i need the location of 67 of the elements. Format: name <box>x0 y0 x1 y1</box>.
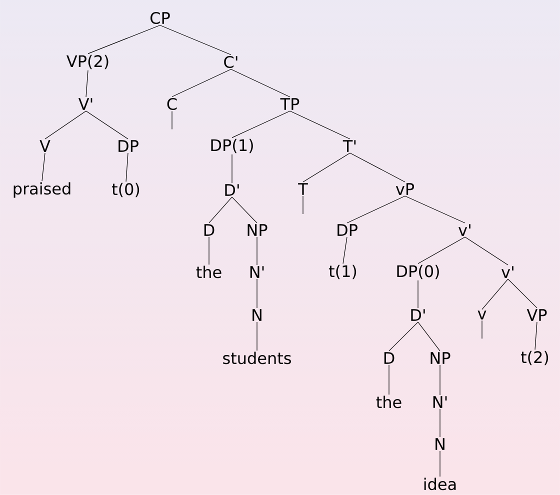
tree-label: students <box>223 352 291 364</box>
tree-label: DP(0) <box>397 264 439 280</box>
branch-line <box>208 236 210 265</box>
tree-label: D' <box>411 309 425 321</box>
branch-line <box>232 196 258 224</box>
tree-label: v' <box>502 266 514 278</box>
tree-label: N' <box>433 396 447 408</box>
branch-line <box>88 24 160 54</box>
tree-label: V' <box>78 98 92 110</box>
tree-label: VP <box>526 309 547 321</box>
branch-line <box>388 322 418 352</box>
branch-line <box>126 152 128 182</box>
tree-label: idea <box>424 478 456 490</box>
tree-label: N' <box>250 266 264 278</box>
tree-label: t(1) <box>328 264 356 280</box>
branch-line <box>404 196 466 224</box>
tree-label: VP(2) <box>66 54 108 70</box>
tree-label: NP <box>430 352 450 364</box>
branch-line <box>418 236 466 264</box>
tree-label: T <box>298 183 308 195</box>
branch-line <box>342 236 348 264</box>
tree-label: praised <box>14 182 70 198</box>
tree-label: C' <box>224 56 238 68</box>
branch-line <box>42 152 46 182</box>
tree-label: D <box>384 352 394 364</box>
branch-line <box>172 68 232 98</box>
branch-line <box>534 322 538 350</box>
tree-label: V <box>40 140 50 152</box>
branch-line <box>418 322 440 352</box>
branch-line <box>350 152 406 182</box>
branch-line <box>482 278 508 310</box>
branch-line <box>86 110 128 140</box>
branch-line <box>464 236 508 266</box>
tree-label: D' <box>225 184 239 196</box>
tree-label: CP <box>150 12 170 24</box>
branch-line <box>508 278 538 308</box>
branch-line <box>346 196 406 224</box>
branch-line <box>232 110 290 138</box>
branch-line <box>302 152 350 182</box>
branch-line <box>230 68 290 98</box>
branch-line <box>290 110 350 140</box>
tree-label: C <box>167 98 177 110</box>
tree-label: the <box>196 266 222 278</box>
tree-label: TP <box>280 98 300 110</box>
tree-label: t(2) <box>520 350 548 366</box>
tree-label: v <box>478 310 486 320</box>
branch-line <box>302 196 304 214</box>
tree-label: the <box>376 396 402 408</box>
tree-label: N <box>252 309 262 321</box>
branch-line <box>44 110 86 140</box>
tree-label: T' <box>342 140 356 152</box>
tree-label: DP <box>338 224 358 236</box>
branch-line <box>256 236 258 266</box>
tree-label: vP <box>396 183 414 195</box>
tree-label: DP <box>118 140 138 152</box>
branch-line <box>208 196 232 224</box>
branch-line <box>256 278 258 308</box>
tree-label: NP <box>248 224 268 236</box>
branch-line <box>86 70 88 98</box>
branch-line <box>160 24 232 56</box>
tree-label: v' <box>458 224 470 236</box>
tree-label: D <box>204 224 214 236</box>
tree-label: DP(1) <box>211 138 253 154</box>
branch-line <box>388 364 390 395</box>
branch-line <box>256 322 258 351</box>
tree-label: t(0) <box>112 182 140 198</box>
tree-label: N <box>436 438 444 450</box>
